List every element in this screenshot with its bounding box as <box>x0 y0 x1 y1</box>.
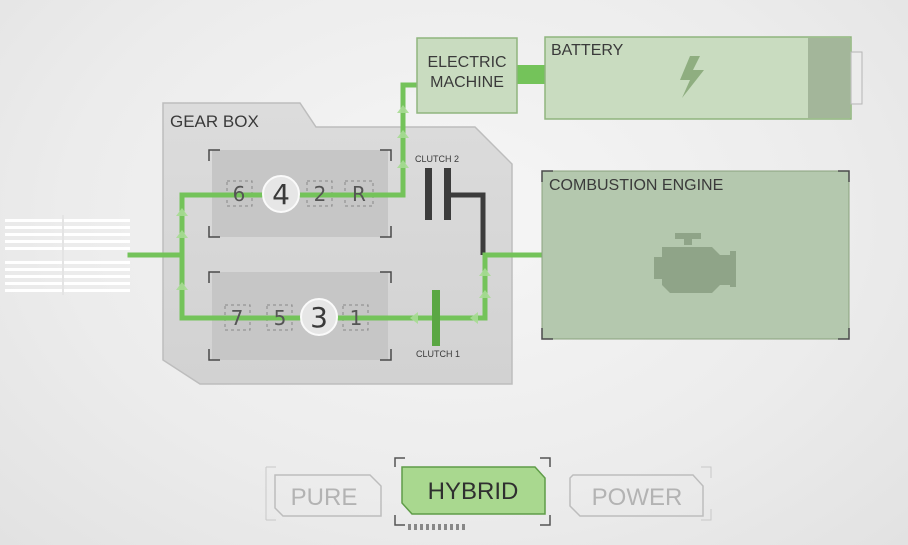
battery-connector <box>515 65 545 84</box>
cluster-brackets <box>208 149 392 361</box>
clutch-1 <box>432 290 440 346</box>
electric-machine-box <box>416 37 518 114</box>
gear-5: 5 <box>274 306 287 330</box>
combustion-engine-title: COMBUSTION ENGINE <box>549 177 723 194</box>
gear-2: 2 <box>314 182 327 206</box>
battery-box <box>544 36 852 120</box>
mode-hybrid-indicator <box>408 524 465 530</box>
gear-3: 3 <box>310 301 328 334</box>
gear-r: R <box>352 182 366 206</box>
mode-power-label: POWER <box>592 484 683 511</box>
clutch-1-label: CLUTCH 1 <box>416 349 460 359</box>
battery-cell-end <box>808 38 850 118</box>
electric-machine-label-1: ELECTRIC <box>427 54 506 71</box>
gearbox-title: GEAR BOX <box>170 112 259 131</box>
gear-7: 7 <box>231 306 244 330</box>
active-gear-4-ring <box>262 175 300 213</box>
mode-pure-button[interactable]: PURE <box>265 466 382 521</box>
battery-terminal <box>850 51 863 105</box>
mode-pure-label: PURE <box>291 484 358 511</box>
mode-power-button[interactable]: POWER <box>569 466 712 521</box>
gear-slot-r <box>344 180 374 207</box>
engine-icon <box>654 233 736 293</box>
active-gear-3-ring <box>300 298 338 336</box>
gear-6: 6 <box>233 182 246 206</box>
output-shaft <box>5 215 130 295</box>
combustion-engine-box <box>541 170 850 340</box>
clutch-2-label: CLUTCH 2 <box>415 154 459 164</box>
lightning-icon <box>680 56 704 98</box>
mode-hybrid-button[interactable]: HYBRID <box>394 457 551 530</box>
battery-title: BATTERY <box>551 42 624 59</box>
gear-4: 4 <box>272 178 290 211</box>
clutch-2 <box>425 168 486 255</box>
electric-machine-label-2: MACHINE <box>430 74 504 91</box>
gear-1: 1 <box>350 306 363 330</box>
flow-arrows <box>176 105 491 324</box>
mode-hybrid-label: HYBRID <box>428 478 519 505</box>
